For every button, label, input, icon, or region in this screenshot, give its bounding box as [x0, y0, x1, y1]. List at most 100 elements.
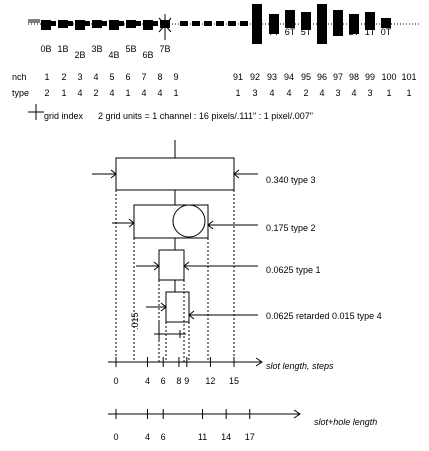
slot-layout [92, 140, 301, 419]
nch-cell: 1 [44, 72, 50, 82]
axis1-tick-label: 8 [176, 376, 182, 386]
offset-label: .015 [130, 312, 140, 330]
nch-cell: 96 [316, 72, 328, 82]
bin-bar [216, 21, 224, 26]
type-cell: 4 [157, 88, 163, 98]
slot-type4-label: 0.0625 retarded 0.015 type 4 [266, 311, 382, 321]
nch-cell: 7 [141, 72, 147, 82]
bin-bar [381, 18, 391, 28]
bin-bar [269, 14, 279, 34]
bin-label-0T: 0T [380, 27, 392, 37]
type1-right-arrowhead [183, 261, 190, 271]
axis2-tick-label: 14 [221, 432, 232, 442]
axis1-tick-label: 9 [184, 376, 190, 386]
bin-bar [153, 21, 158, 26]
slot-type1-label: 0.0625 type 1 [266, 265, 321, 275]
bin-label-4B: 4B [108, 50, 120, 60]
nch-cell: 4 [93, 72, 99, 82]
bin-bar [119, 21, 124, 26]
bin-label-3B: 3B [91, 44, 103, 54]
left-channel-bars [41, 14, 248, 40]
bin-bar [317, 4, 327, 44]
bin-bar [365, 12, 375, 30]
nch-cell: 6 [125, 72, 131, 82]
type4-left-arrowhead [160, 302, 167, 312]
type1-left-arrowhead [153, 261, 160, 271]
bin-label-8T: 8T [251, 27, 263, 37]
type2-right-arrowhead [207, 220, 214, 230]
bin-label-1T: 1T [364, 27, 376, 37]
bin-bar [228, 21, 236, 26]
bin-bar [51, 21, 56, 26]
bin-bar [192, 21, 200, 26]
slot-type2-label: 0.175 type 2 [266, 223, 316, 233]
bin-label-7B: 7B [159, 44, 171, 54]
axis2-tick-label: 0 [113, 432, 119, 442]
axis2-arrowhead [293, 409, 301, 419]
type-cell: 4 [319, 88, 325, 98]
axis1-tick-label: 0 [113, 376, 119, 386]
bin-bar [85, 21, 90, 26]
bin-label-6T: 6T [284, 27, 296, 37]
grid-index-cross [28, 104, 44, 120]
nch-cell: 8 [157, 72, 163, 82]
slot-type3-box [115, 157, 235, 191]
bin-label-5B: 5B [125, 44, 137, 54]
bin-bar [102, 21, 107, 26]
axis1-tick-label: 12 [205, 376, 216, 386]
type3-right-arrowhead [233, 169, 240, 179]
type3-left-arrowhead [110, 169, 117, 179]
type-cell: 4 [77, 88, 83, 98]
nch-row-label: nch [12, 72, 27, 82]
bin-label-1B: 1B [57, 44, 69, 54]
type-cell: 4 [286, 88, 292, 98]
nch-cell: 2 [61, 72, 67, 82]
axis2-tick-label: 4 [144, 432, 150, 442]
nch-cell: 91 [232, 72, 244, 82]
type-cell: 2 [44, 88, 50, 98]
bin-label-2T: 2T [348, 27, 360, 37]
bin-label-2B: 2B [74, 50, 86, 60]
type-cell: 4 [141, 88, 147, 98]
type-cell: 1 [61, 88, 67, 98]
nch-cell: 93 [266, 72, 278, 82]
type2-left-arrowhead [128, 218, 135, 228]
nch-cell: 9 [173, 72, 179, 82]
type-cell: 4 [109, 88, 115, 98]
axis2-tick-label: 6 [160, 432, 166, 442]
bin-label-7T: 7T [268, 27, 280, 37]
axis1-arrowhead [255, 357, 263, 367]
bin-bar [180, 21, 188, 26]
bin-bar [240, 21, 248, 26]
type-cell: 2 [303, 88, 309, 98]
right-channel-bars [252, 4, 391, 44]
type-cell: 1 [386, 88, 392, 98]
type-cell: 3 [367, 88, 373, 98]
nch-cell: 100 [381, 72, 397, 82]
nch-cell: 5 [109, 72, 115, 82]
axis2-tick-label: 11 [197, 432, 208, 442]
type-cell: 2 [93, 88, 99, 98]
axis2-ticks [115, 409, 251, 419]
type-cell: 1 [125, 88, 131, 98]
nch-cell: 98 [348, 72, 360, 82]
grid-index-label: grid index [44, 111, 84, 121]
bin-bar [41, 20, 51, 30]
axis1-ticks [115, 357, 235, 367]
bin-bar [252, 4, 262, 44]
bin-bar [349, 14, 359, 34]
nch-cell: 101 [401, 72, 417, 82]
type-row-label: type [12, 88, 30, 98]
bin-label-4T: 4T [316, 27, 328, 37]
axis1-tick-label: 6 [160, 376, 166, 386]
bin-bar [92, 20, 102, 28]
bin-label-5T: 5T [300, 27, 312, 37]
type-cell: 1 [235, 88, 241, 98]
bin-label-6B: 6B [142, 50, 154, 60]
bin-bar [75, 20, 85, 30]
axis1-tick-label: 4 [144, 376, 150, 386]
bin-bar [58, 20, 68, 28]
bin-label-3T: 3T [332, 27, 344, 37]
